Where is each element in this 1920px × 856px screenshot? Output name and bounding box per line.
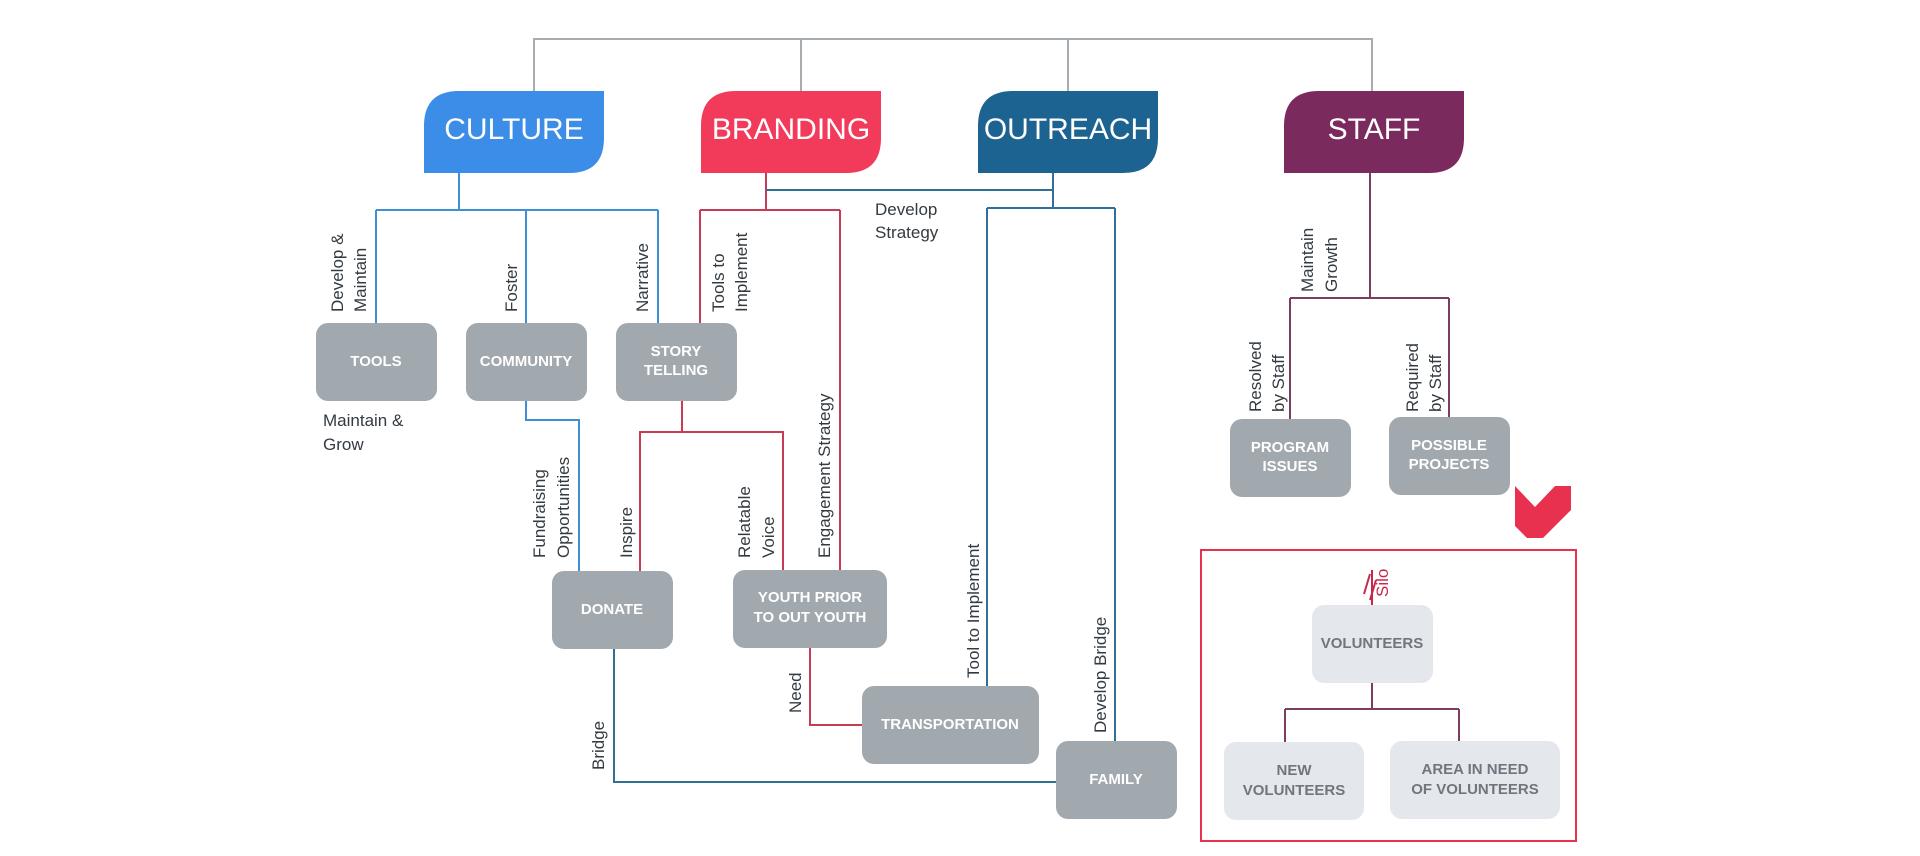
label-maintain-grow: Maintain & Grow — [323, 411, 404, 454]
svg-text:Relatable: Relatable — [735, 486, 754, 558]
node-program-issues[interactable]: PROGRAM ISSUES — [1230, 419, 1351, 497]
svg-text:Resolved: Resolved — [1246, 341, 1265, 412]
label-foster: Foster — [502, 263, 521, 312]
silo-break-icon — [1363, 570, 1377, 606]
svg-text:by Staff: by Staff — [1269, 354, 1288, 412]
svg-text:Grow: Grow — [323, 435, 364, 454]
node-donate[interactable]: DONATE — [552, 571, 673, 649]
label-bridge: Bridge — [589, 721, 608, 770]
node-program-issues-line1: PROGRAM — [1251, 439, 1329, 456]
header-outreach-label: OUTREACH — [984, 113, 1152, 146]
silo-label: Silo — [1373, 569, 1392, 597]
node-youth-prior-line1: YOUTH PRIOR — [758, 589, 862, 606]
chevron-down-icon — [1515, 486, 1571, 538]
header-culture-label: CULTURE — [444, 113, 583, 146]
svg-text:Growth: Growth — [1322, 237, 1341, 292]
node-family-label: FAMILY — [1089, 771, 1143, 788]
svg-text:Maintain &: Maintain & — [323, 411, 404, 430]
node-new-volunteers[interactable]: NEW VOLUNTEERS — [1224, 742, 1364, 820]
svg-text:Opportunities: Opportunities — [554, 457, 573, 558]
label-narrative: Narrative — [633, 243, 652, 312]
svg-text:Maintain: Maintain — [1298, 228, 1317, 292]
label-maintain-growth: Maintain Growth — [1298, 228, 1341, 292]
culture-connectors — [375, 173, 659, 572]
svg-text:Strategy: Strategy — [875, 223, 939, 242]
svg-text:Implement: Implement — [732, 232, 751, 312]
header-staff-label: STAFF — [1328, 113, 1421, 146]
svg-text:Required: Required — [1403, 343, 1422, 412]
node-story-telling-line2: TELLING — [644, 362, 708, 379]
node-area-in-need[interactable]: AREA IN NEED OF VOLUNTEERS — [1390, 741, 1560, 819]
svg-text:Maintain: Maintain — [351, 248, 370, 312]
label-need: Need — [786, 672, 805, 713]
node-new-volunteers-line2: VOLUNTEERS — [1243, 782, 1346, 799]
header-branding[interactable]: BRANDING — [701, 91, 881, 173]
label-tool-to-implement: Tool to Implement — [964, 544, 983, 678]
label-required-by-staff: Required by Staff — [1403, 343, 1445, 412]
label-develop-maintain: Develop & Maintain — [328, 233, 370, 312]
volunteers-silo-frame — [1200, 549, 1577, 842]
node-donate-label: DONATE — [581, 601, 643, 618]
svg-text:Voice: Voice — [759, 516, 778, 558]
svg-text:Develop: Develop — [875, 200, 937, 219]
node-transportation-label: TRANSPORTATION — [881, 716, 1019, 733]
staff-connectors — [1284, 173, 1460, 743]
label-develop-bridge: Develop Bridge — [1091, 617, 1110, 733]
branding-connectors — [639, 173, 864, 726]
node-transportation[interactable]: TRANSPORTATION — [862, 686, 1039, 764]
node-area-in-need-line1: AREA IN NEED — [1422, 761, 1529, 778]
node-volunteers-label: VOLUNTEERS — [1321, 635, 1424, 652]
header-staff[interactable]: STAFF — [1284, 91, 1464, 173]
node-youth-prior[interactable]: YOUTH PRIOR TO OUT YOUTH — [733, 570, 887, 648]
header-outreach[interactable]: OUTREACH — [978, 91, 1158, 173]
header-culture[interactable]: CULTURE — [424, 91, 604, 173]
label-resolved-by-staff: Resolved by Staff — [1246, 341, 1288, 412]
node-tools-label: TOOLS — [350, 353, 401, 370]
node-community[interactable]: COMMUNITY — [466, 323, 587, 401]
svg-text:by Staff: by Staff — [1426, 354, 1445, 412]
node-youth-prior-line2: TO OUT YOUTH — [754, 609, 867, 626]
label-develop-strategy: Develop Strategy — [875, 200, 939, 242]
node-possible-projects[interactable]: POSSIBLE PROJECTS — [1389, 417, 1510, 495]
node-family[interactable]: FAMILY — [1056, 741, 1177, 819]
label-inspire: Inspire — [617, 507, 636, 558]
svg-text:Fundraising: Fundraising — [530, 469, 549, 558]
label-relatable-voice: Relatable Voice — [735, 486, 778, 558]
outreach-connectors — [613, 173, 1116, 783]
node-story-telling-line1: STORY — [651, 343, 702, 360]
node-story-telling[interactable]: STORY TELLING — [616, 323, 737, 401]
label-tools-to-implement: Tools to Implement — [709, 232, 751, 312]
node-community-label: COMMUNITY — [480, 353, 573, 370]
svg-text:Tools to: Tools to — [709, 253, 728, 312]
header-branding-label: BRANDING — [712, 113, 870, 146]
node-volunteers[interactable]: VOLUNTEERS — [1312, 605, 1433, 683]
node-program-issues-line2: ISSUES — [1262, 458, 1317, 475]
label-fundraising-opportunities: Fundraising Opportunities — [530, 457, 573, 558]
node-possible-projects-line1: POSSIBLE — [1411, 437, 1487, 454]
node-area-in-need-line2: OF VOLUNTEERS — [1411, 781, 1539, 798]
node-new-volunteers-line1: NEW — [1277, 762, 1313, 779]
node-tools[interactable]: TOOLS — [316, 323, 437, 401]
svg-text:Develop &: Develop & — [328, 233, 347, 312]
node-possible-projects-line2: PROJECTS — [1409, 456, 1490, 473]
top-connector — [533, 38, 1373, 95]
label-engagement-strategy: Engagement Strategy — [815, 393, 834, 558]
